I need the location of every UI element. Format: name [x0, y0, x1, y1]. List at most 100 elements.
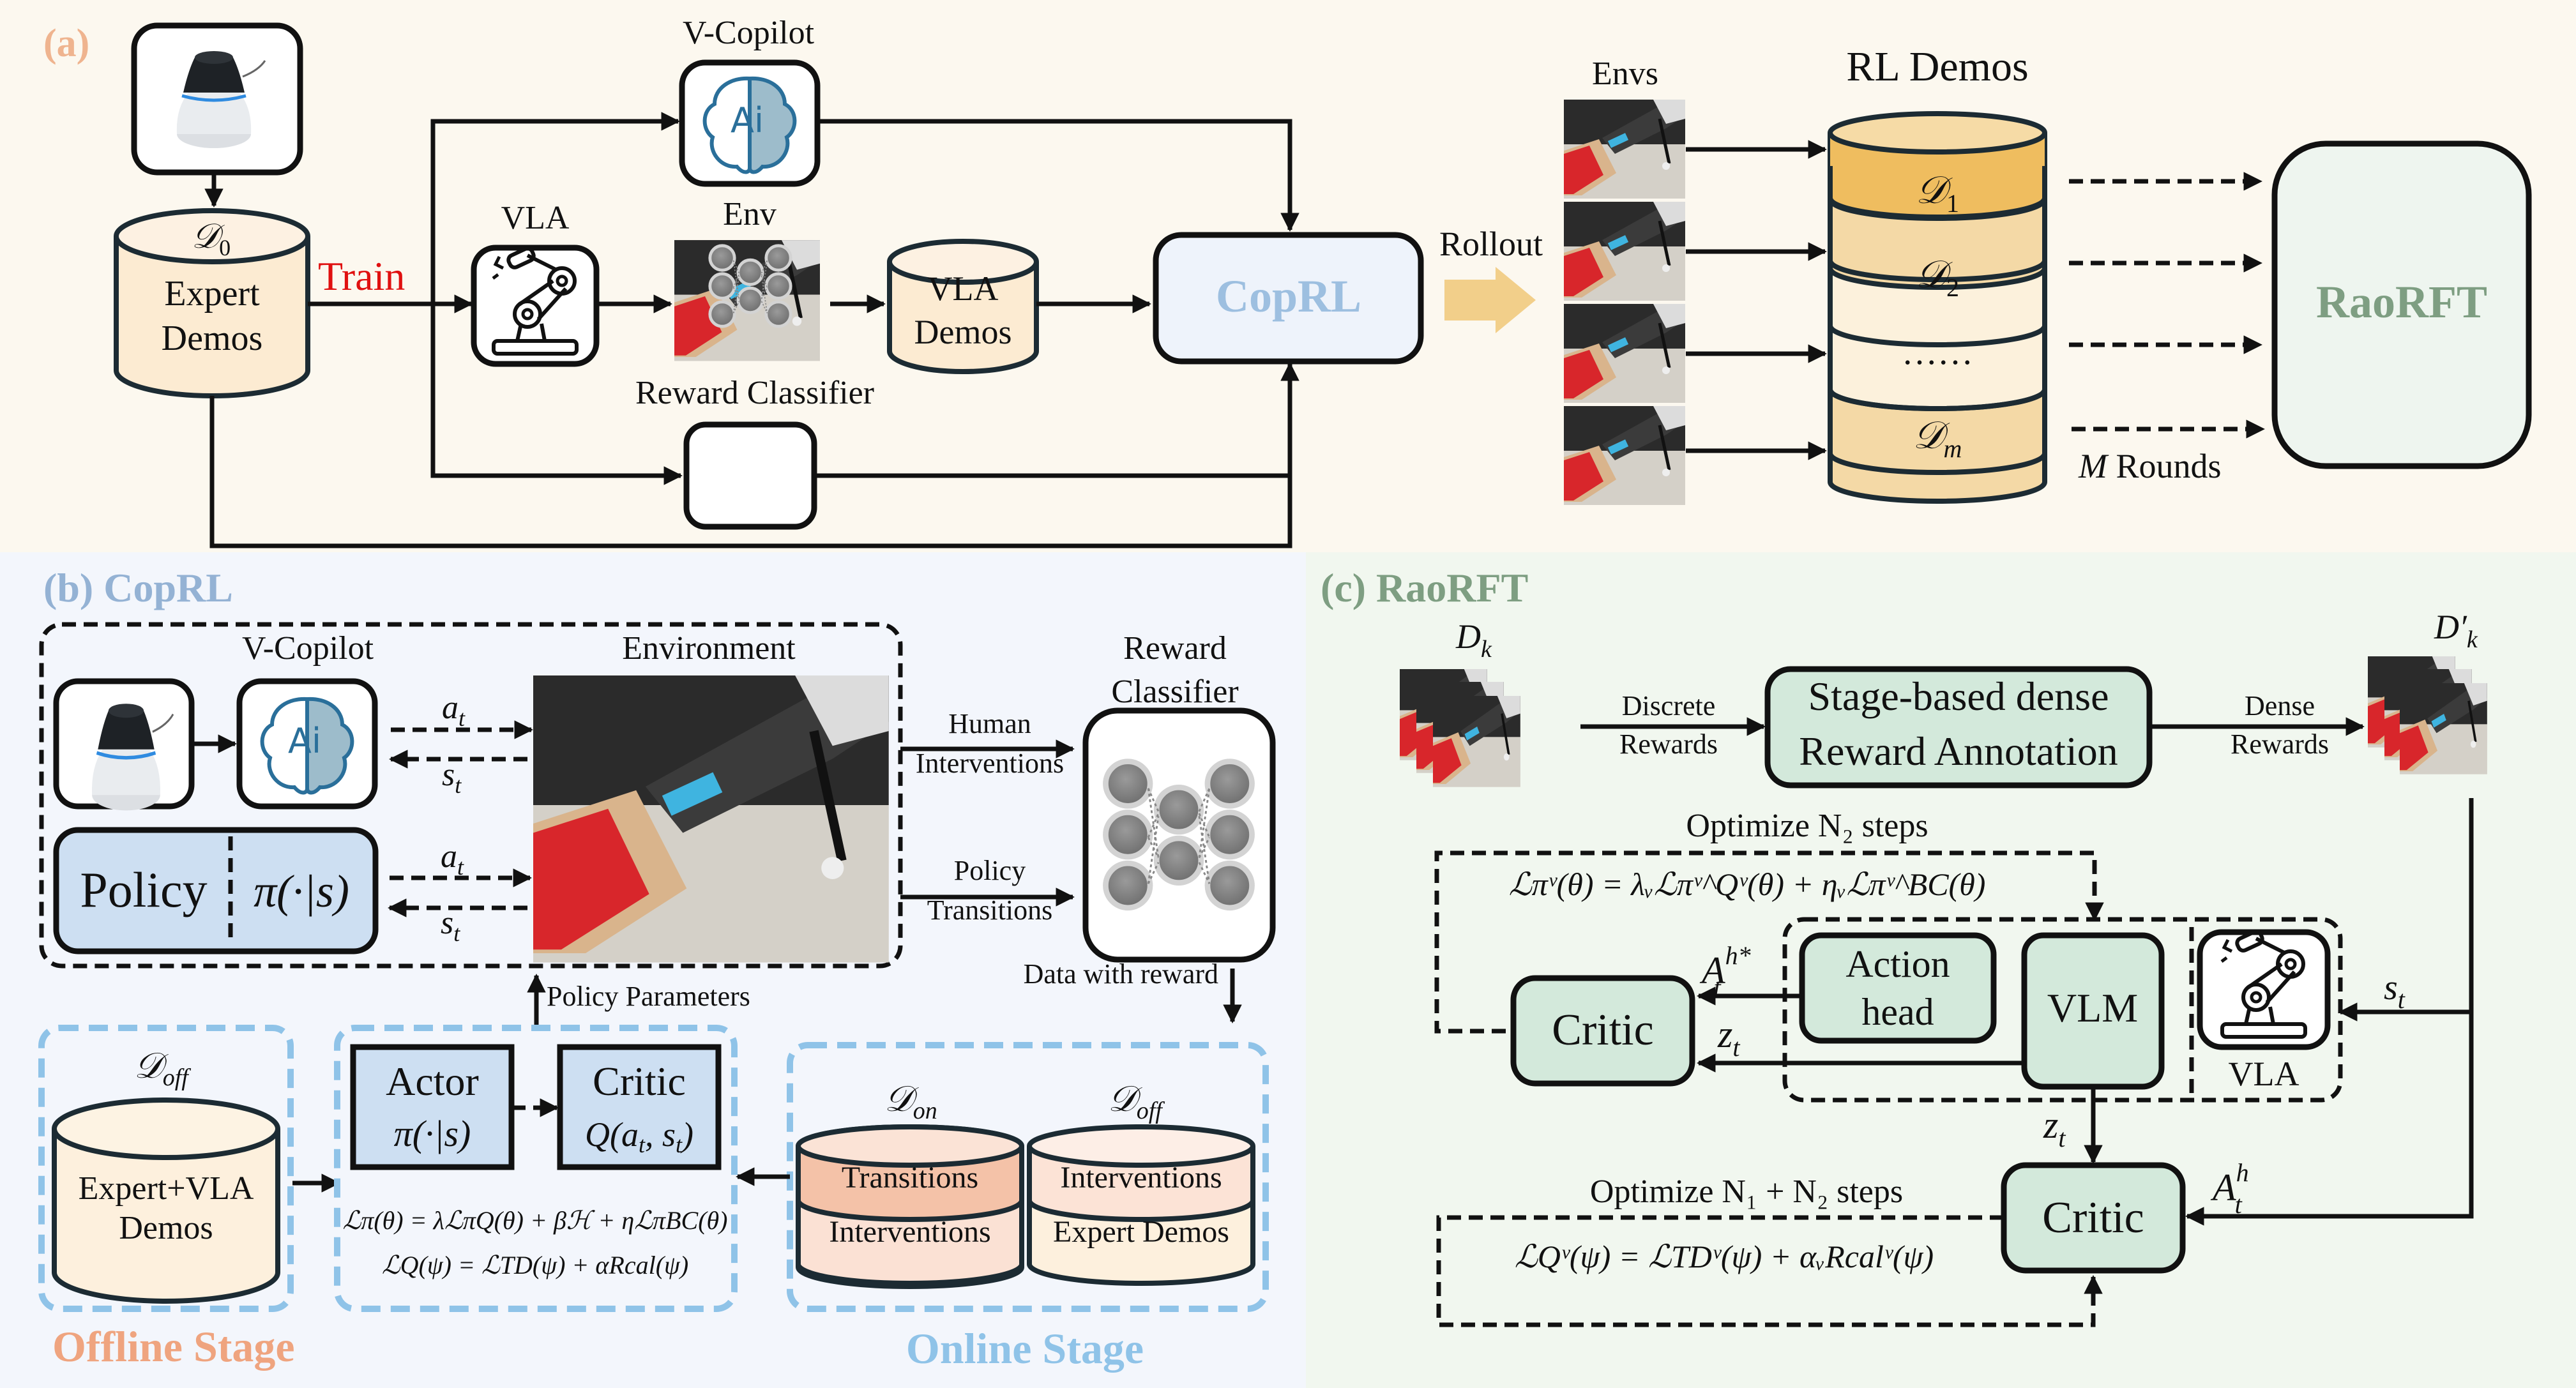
critic-bottom-label: Critic [2042, 1193, 2144, 1242]
vla-region [1782, 917, 2343, 1103]
offline-db-symbol: 𝒟off [134, 1046, 191, 1091]
dk-label: Dk [1455, 617, 1492, 663]
online-stage-label: Online Stage [906, 1324, 1144, 1373]
z-t-label-top: zt [1717, 1013, 1740, 1062]
b-environment-title: Environment [622, 630, 796, 667]
env-photo-1 [1564, 100, 1685, 199]
loss-pi-v-equation: ℒπᵛ(θ) = λᵥℒπᵛ^Qᵛ(θ) + ηᵥℒπᵛ^BC(θ) [1509, 866, 1986, 902]
z-t-label-bottom: zt [2043, 1104, 2066, 1152]
raorft-label: RaoRFT [2316, 276, 2487, 328]
a-h-star-label: Ah*t [1699, 941, 1751, 1002]
label-at-top: at [442, 690, 466, 731]
online-db-off-symbol: 𝒟off [1108, 1080, 1165, 1124]
dashed-loop-n1n2 [1436, 1215, 2103, 1327]
expert-db-symbol: 𝒟0 [192, 217, 231, 260]
dense-rewards-line2: Rewards [2231, 728, 2329, 760]
expert-demos-db [114, 208, 310, 398]
rollout-label: Rollout [1439, 225, 1543, 263]
action-head-line1: Action [1845, 943, 1950, 985]
env-photo-3 [1564, 304, 1685, 403]
c-vla-label: VLA [2229, 1055, 2299, 1093]
offline-db-line1: Expert+VLA [79, 1170, 254, 1207]
rl-demos-layer-3: …… [1902, 333, 1973, 372]
optimize-n1n2-label: Optimize N₁ + N₂ steps [1590, 1173, 1903, 1210]
c-vla-box[interactable] [2197, 929, 2331, 1050]
vlm-label: VLM [2047, 985, 2138, 1030]
label-at-bottom: at [441, 838, 464, 880]
offline-db-line2: Demos [119, 1210, 213, 1246]
reward-annotation-line2: Reward Annotation [1799, 728, 2118, 774]
dk-prime-label: D′k [2434, 608, 2478, 653]
optimize-n2-label: Optimize N₂ steps [1686, 808, 1928, 844]
policy-parameters-label: Policy Parameters [547, 981, 750, 1012]
loss-pi-equation: ℒπ(θ) = λℒπQ(θ) + βℋ + ηℒπBC(θ) [342, 1206, 727, 1235]
m-rounds-label: M Rounds [2078, 447, 2222, 485]
rollout-arrow [1444, 267, 1536, 333]
reward-classifier-box[interactable] [683, 421, 817, 530]
rl-demos-layer-2: 𝒟2 [1916, 253, 1959, 302]
dense-rewards-line1: Dense [2245, 690, 2315, 721]
label-st-top: st [442, 757, 462, 798]
arrow-expert-to-coprl [209, 362, 1299, 548]
online-db-on-symbol: 𝒟on [884, 1080, 937, 1124]
env-title: Env [723, 196, 777, 232]
online-db-off [1027, 1124, 1255, 1286]
critic-box[interactable] [557, 1044, 722, 1170]
env-photo-4 [1564, 406, 1685, 505]
offline-stage-region [38, 1025, 294, 1312]
offline-db [52, 1098, 280, 1304]
action-head-box[interactable] [1799, 932, 1997, 1044]
coprl-box[interactable] [1153, 232, 1424, 365]
loss-q-equation: ℒQ(ψ) = ℒTD(ψ) + αRcal(ψ) [382, 1251, 688, 1279]
line-dk-prime-down [2185, 798, 2474, 1226]
policy-transitions-line2: Transitions [927, 894, 1052, 926]
action-head-line2: head [1861, 991, 1934, 1033]
human-interventions-line2: Interventions [916, 748, 1064, 779]
critic-top-label: Critic [1552, 1006, 1653, 1055]
online-off-top-label: Interventions [1060, 1161, 1222, 1195]
panel-a-label: (a) [43, 22, 89, 65]
policy-label: Policy [80, 862, 207, 917]
environment-photo [533, 675, 889, 963]
reward-classifier-title: Reward Classifier [635, 375, 874, 411]
rl-demos-db [1828, 111, 2047, 504]
discrete-rewards-line1: Discrete [1622, 690, 1716, 721]
raorft-box[interactable] [2271, 140, 2532, 469]
label-st-bottom: st [441, 905, 460, 946]
online-off-bottom-label: Expert Demos [1053, 1215, 1229, 1249]
actor-title: Actor [386, 1059, 479, 1104]
train-label: Train [318, 253, 405, 299]
train-branch-line-bottom [430, 304, 683, 485]
policy-function: π(·|s) [254, 866, 349, 917]
offline-stage-label: Offline Stage [52, 1322, 295, 1371]
dk-prime-photo-stack [2368, 656, 2487, 774]
critic-fn: Q(at, st) [585, 1115, 693, 1158]
rl-demos-layer-m: 𝒟m [1913, 414, 1962, 463]
reward-annotation-line1: Stage-based dense [1808, 674, 2109, 719]
human-interventions-line1: Human [948, 708, 1031, 739]
panel-c-label: (c) RaoRFT [1321, 565, 1528, 610]
arrow-vcopilot-to-coprl [817, 119, 1299, 232]
actor-box[interactable] [350, 1044, 515, 1170]
loss-q-v-equation: ℒQᵛ(ψ) = ℒTDᵛ(ψ) + αᵥRcalᵛ(ψ) [1515, 1239, 1934, 1274]
envs-label: Envs [1592, 56, 1658, 92]
expert-db-line2: Demos [162, 319, 263, 358]
learner-region [334, 1025, 738, 1312]
coprl-label: CopRL [1216, 271, 1361, 322]
vla-demos-db [887, 239, 1039, 374]
rl-demos-title: RL Demos [1846, 43, 2028, 90]
vla-title: VLA [501, 200, 570, 236]
interaction-region [39, 622, 903, 969]
online-on-top-label: Transitions [842, 1161, 978, 1195]
vla-demos-line1: VLA [928, 269, 999, 308]
data-with-reward-label: Data with reward [1024, 958, 1218, 990]
policy-box[interactable] [53, 827, 379, 954]
critic-top-box[interactable] [1510, 975, 1695, 1087]
actor-fn: π(·|s) [394, 1113, 471, 1154]
expert-db-line1: Expert [164, 274, 260, 313]
b-reward-classifier-line1: Reward [1123, 630, 1227, 667]
env-photo-2 [1564, 202, 1685, 301]
policy-transitions-line1: Policy [954, 855, 1026, 886]
